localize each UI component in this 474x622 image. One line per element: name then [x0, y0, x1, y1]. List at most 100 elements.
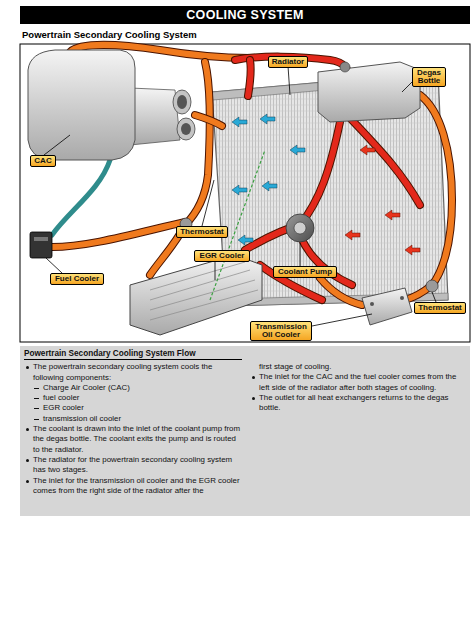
leader-line — [46, 258, 62, 273]
thermostat — [426, 280, 438, 292]
coolant-hose — [405, 95, 452, 300]
callout-label: Transmission Oil Cooler — [252, 323, 310, 340]
leader-line — [215, 260, 216, 280]
flow-arrow — [232, 117, 247, 127]
bullet-text: The inlet for the transmission oil coole… — [33, 476, 240, 495]
leader-line — [432, 292, 436, 302]
coolant-hose — [195, 115, 222, 126]
callout-box: Thermostat — [176, 226, 228, 238]
leader-line — [288, 66, 290, 95]
bullet-row: The inlet for the CAC and the fuel coole… — [250, 372, 466, 393]
bullet-row: The outlet for all heat exchangers retur… — [250, 393, 466, 414]
flow-arrow — [360, 145, 375, 155]
bullet-dot — [26, 480, 29, 483]
flow-arrow — [405, 245, 420, 255]
bullet-dot — [26, 459, 29, 462]
coolant-hose — [248, 60, 251, 96]
flow-arrow — [262, 181, 277, 191]
hose-outline — [52, 222, 185, 247]
cac-port — [173, 90, 191, 114]
egr-ribs — [150, 262, 258, 320]
bullet-dot — [252, 397, 255, 400]
callout-label: Degas Bottle — [414, 69, 444, 86]
coolant-hose — [320, 278, 362, 305]
cac-port — [177, 95, 187, 109]
cac-port — [177, 118, 195, 140]
bullet-dash — [34, 419, 39, 420]
hose-outline — [405, 95, 452, 300]
degas-bottle — [318, 62, 420, 122]
callout-label: Thermostat — [416, 304, 464, 313]
flow-arrow — [290, 145, 305, 155]
leader-line — [312, 314, 372, 326]
bullet-dot — [26, 366, 29, 369]
hose-outline — [320, 278, 362, 305]
leader-line — [44, 135, 70, 155]
flow-arrow — [260, 114, 275, 124]
hose-outline — [300, 122, 340, 225]
callout-label: EGR Cooler — [196, 252, 248, 261]
degas-cap — [340, 62, 350, 72]
panel-heading-row: Powertrain Secondary Cooling System Flow — [24, 349, 242, 360]
fuel-cooler — [34, 237, 48, 241]
coolant-pump — [294, 222, 306, 234]
bullet-text: The inlet for the CAC and the fuel coole… — [259, 372, 456, 391]
callout-box: Thermostat — [414, 302, 466, 314]
callout-box: Transmission Oil Cooler — [250, 321, 312, 341]
flow-arrows — [232, 105, 420, 255]
subtitle: Powertrain Secondary Cooling System — [22, 29, 197, 40]
callout-label: Thermostat — [178, 228, 226, 237]
bullet-text: The outlet for all heat exchangers retur… — [259, 393, 449, 412]
coolant-hose — [350, 118, 420, 205]
callout-label: Coolant Pump — [275, 268, 335, 277]
bullet-dot — [252, 376, 255, 379]
bullet-text: transmission oil cooler — [43, 414, 121, 423]
flow-arrow — [238, 235, 253, 245]
bullet-text: The coolant is drawn into the inlet of t… — [33, 424, 240, 454]
bullet-row: The powertrain secondary cooling system … — [24, 362, 242, 383]
bullet-row: fuel cooler — [24, 393, 242, 403]
callout-box: EGR Cooler — [194, 250, 250, 262]
callout-label: Fuel Cooler — [52, 275, 102, 284]
text-panel: Powertrain Secondary Cooling System Flow… — [20, 346, 470, 516]
bolt — [370, 302, 374, 306]
bullet-text: fuel cooler — [43, 393, 79, 402]
bullet-dot — [26, 428, 29, 431]
bullet-text: EGR cooler — [43, 403, 84, 412]
bullet-row: first stage of cooling. — [250, 362, 466, 372]
hose-outline — [195, 115, 222, 126]
leader-line — [300, 243, 301, 266]
callout-box: Degas Bottle — [412, 67, 446, 87]
flow-arrow — [345, 230, 360, 240]
charge-air-cooler — [28, 50, 135, 160]
bullet-row: transmission oil cooler — [24, 414, 242, 424]
cac-port — [181, 123, 191, 135]
flow-arrow — [385, 210, 400, 220]
text-column: first stage of cooling.The inlet for the… — [250, 362, 466, 413]
coolant-pump — [286, 214, 314, 242]
panel-heading: Powertrain Secondary Cooling System Flow — [24, 349, 196, 358]
hose-outline — [350, 118, 420, 205]
coolant-hose — [185, 62, 210, 225]
hose-outline — [185, 62, 210, 225]
diagram-frame — [20, 44, 470, 342]
header-band: COOLING SYSTEM — [20, 6, 470, 24]
leader-lines — [44, 66, 436, 326]
flow-arrow — [232, 185, 247, 195]
bullet-text: first stage of cooling. — [259, 362, 331, 371]
callout-box: Radiator — [268, 56, 308, 68]
callout-label: Radiator — [270, 58, 306, 67]
callout-box: Fuel Cooler — [50, 273, 104, 285]
bolt — [400, 296, 404, 300]
callout-box: CAC — [30, 155, 56, 167]
text-column: Powertrain Secondary Cooling System Flow… — [24, 349, 242, 496]
hose-outline — [248, 60, 251, 96]
egr-cooler — [130, 255, 262, 335]
bullet-dash — [34, 388, 39, 389]
coolant-hose — [52, 160, 110, 235]
bullet-row: EGR cooler — [24, 403, 242, 413]
bullet-text: Charge Air Cooler (CAC) — [43, 383, 130, 392]
